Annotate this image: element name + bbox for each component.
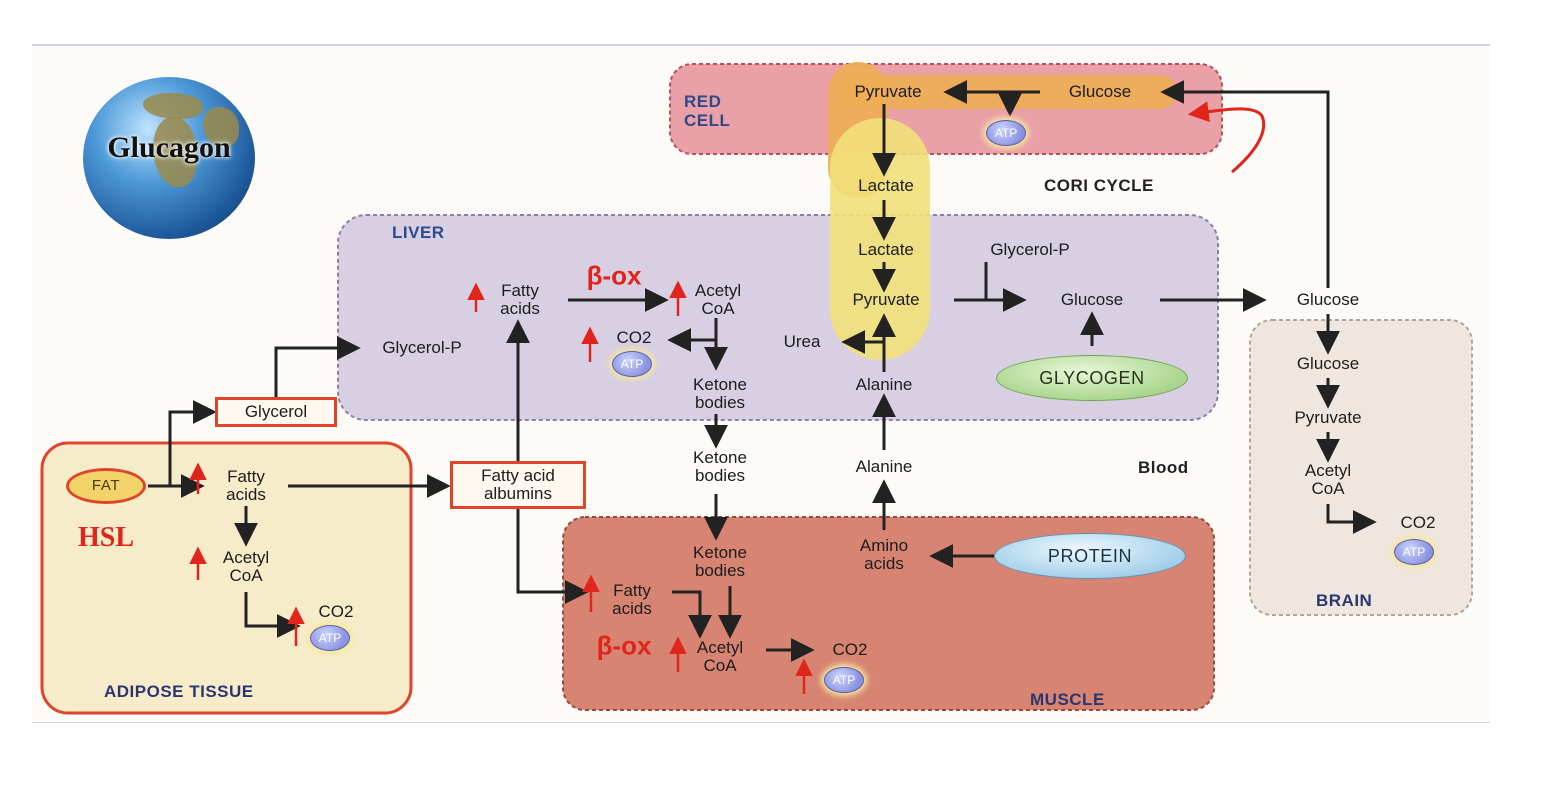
brain-pyruvate: Pyruvate [1294, 408, 1362, 427]
rc-atp: ATP [986, 120, 1026, 146]
liver-fatty-acids: Fatty acids [500, 282, 540, 318]
brain-acetyl-coa: Acetyl CoA [1305, 462, 1351, 498]
adipose-label: ADIPOSE TISSUE [104, 682, 254, 701]
liver-pyruvate: Pyruvate [852, 290, 920, 309]
blood-ketone-bodies: Ketone bodies [693, 449, 747, 485]
globe-land-europe [143, 93, 203, 119]
adipose-fa-line1: Fatty [227, 467, 265, 486]
arrow-brain-acetyl-to-co2 [1326, 504, 1377, 534]
diagram-title: Glucagon [107, 131, 231, 165]
muscle-acetyl-line2: CoA [703, 656, 737, 675]
liver-acetyl-coa: Acetyl CoA [695, 282, 741, 318]
adipose-fatty-acids: Fatty acids [226, 468, 266, 504]
hsl-label: HSL [77, 522, 135, 553]
globe-icon: Glucagon [83, 77, 255, 239]
rc-glucose: Glucose [1068, 82, 1132, 101]
blood-ketone-line2: bodies [694, 466, 746, 485]
glycogen-node: GLYCOGEN [996, 355, 1188, 401]
brain-acetyl-line2: CoA [1311, 479, 1345, 498]
liver-label: LIVER [392, 223, 445, 242]
muscle-atp: ATP [824, 667, 864, 693]
brain-label: BRAIN [1316, 591, 1373, 610]
muscle-acetyl-coa: Acetyl CoA [697, 639, 743, 675]
brain-atp: ATP [1394, 539, 1434, 565]
muscle-co2: CO2 [832, 640, 868, 659]
fatty-acid-albumins: Fatty acid albumins [450, 461, 586, 509]
brain-glucose: Glucose [1296, 354, 1360, 373]
liver-region [337, 214, 1219, 421]
amino-line1: Amino [859, 536, 909, 555]
adipose-acetyl-line2: CoA [229, 566, 263, 585]
arrow-acetyl-to-co2-adipose [244, 592, 301, 638]
liver-ketone-line1: Ketone [693, 375, 747, 394]
liver-alanine: Alanine [855, 375, 913, 394]
red-cell-label-line1: RED [684, 92, 722, 111]
lactate-liver: Lactate [858, 240, 914, 259]
arrow-glycerol-to-glycerolp [274, 336, 361, 398]
adipose-atp: ATP [310, 625, 350, 651]
arrow-muscle-fa-to-acetyl [672, 590, 712, 639]
muscle-ketone-bodies: Ketone bodies [693, 544, 747, 580]
liver-glycerol-p: Glycerol-P [382, 338, 462, 357]
red-cell-label-line2: CELL [684, 111, 731, 130]
liver-ketone-line2: bodies [694, 393, 746, 412]
arrow-blood-glucose-to-rbc [1160, 80, 1330, 288]
liver-glycerol-p-top: Glycerol-P [990, 240, 1070, 259]
blood-ketone-line1: Ketone [693, 448, 747, 467]
muscle-beta-ox: β-ox [596, 630, 652, 661]
brain-acetyl-line1: Acetyl [1304, 461, 1352, 480]
amino-acids: Amino acids [860, 537, 908, 573]
blood-alanine: Alanine [855, 457, 913, 476]
rc-pyruvate: Pyruvate [854, 82, 922, 101]
blood-glucose: Glucose [1296, 290, 1360, 309]
brain-region [1249, 319, 1473, 616]
liver-acetyl-line2: CoA [701, 299, 735, 318]
adipose-co2: CO2 [318, 602, 354, 621]
cori-cycle-label: CORI CYCLE [1044, 176, 1154, 195]
amino-line2: acids [864, 554, 904, 573]
muscle-label: MUSCLE [1030, 690, 1105, 709]
red-cell-label: RED CELL [684, 92, 730, 130]
urea: Urea [783, 332, 821, 351]
albumins-line1: Fatty acid [481, 466, 555, 485]
globe-land-africa [153, 117, 197, 187]
muscle-fatty-acids: Fatty acids [612, 582, 652, 618]
liver-glucose: Glucose [1060, 290, 1124, 309]
muscle-ketone-line1: Ketone [693, 543, 747, 562]
muscle-acetyl-line1: Acetyl [696, 638, 744, 657]
liver-fatty-acids-line2: acids [500, 299, 540, 318]
brain-co2: CO2 [1400, 513, 1436, 532]
liver-fatty-acids-line1: Fatty [501, 281, 539, 300]
blood-label: Blood [1138, 458, 1189, 477]
adipose-acetyl-coa: Acetyl CoA [223, 549, 269, 585]
liver-acetyl-line1: Acetyl [694, 281, 742, 300]
muscle-fa-line1: Fatty [613, 581, 651, 600]
arrow-fat-to-glycerol [168, 400, 217, 486]
globe-land-asia [203, 107, 239, 147]
increase-markers [189, 280, 813, 694]
adipose-acetyl-line1: Acetyl [222, 548, 270, 567]
protein-node: PROTEIN [994, 533, 1186, 579]
muscle-ketone-line2: bodies [694, 561, 746, 580]
liver-ketone-bodies: Ketone bodies [693, 376, 747, 412]
glycerol-node: Glycerol [215, 397, 337, 427]
muscle-fa-line2: acids [612, 599, 652, 618]
lactate-blood: Lactate [858, 176, 914, 195]
cori-cycle-red-arrow [1187, 101, 1266, 174]
fat-node: FAT [66, 468, 146, 504]
adipose-fa-line2: acids [226, 485, 266, 504]
liver-atp: ATP [612, 351, 652, 377]
albumins-line2: albumins [483, 484, 553, 503]
liver-beta-ox: β-ox [586, 260, 642, 291]
liver-co2: CO2 [616, 328, 652, 347]
